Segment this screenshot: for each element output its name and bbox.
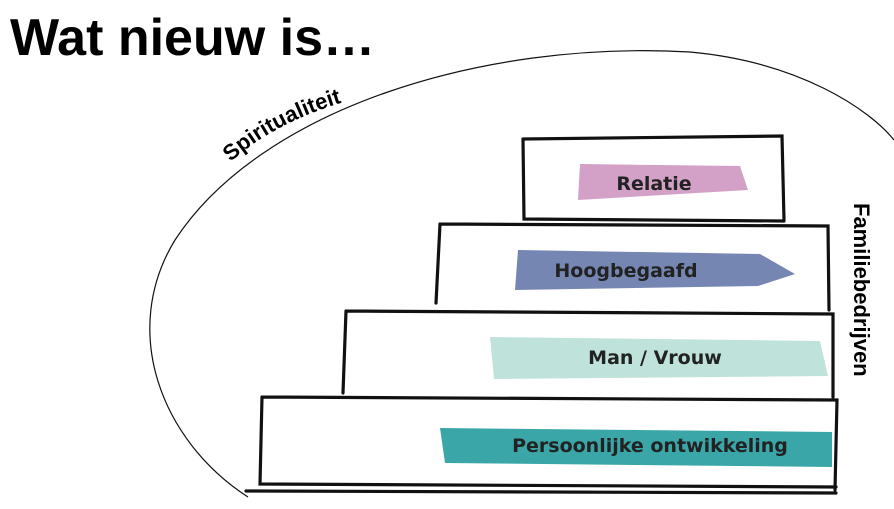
step-relatie: Relatie (521, 134, 786, 223)
step-4-brush (440, 428, 832, 467)
arc-label: Spiritualiteit (218, 83, 344, 166)
step-persoonlijke-ontwikkeling: Persoonlijke ontwikkeling (244, 395, 839, 495)
step-3-brush (490, 337, 828, 379)
step-1-label: Relatie (616, 173, 691, 195)
step-hoogbegaafd: Hoogbegaafd (434, 222, 831, 312)
step-2-label: Hoogbegaafd (554, 260, 697, 282)
step-3-label: Man / Vrouw (588, 347, 722, 369)
step-2-brush (515, 250, 795, 290)
side-label: Familiebedrijven (849, 203, 874, 377)
step-4-label: Persoonlijke ontwikkeling (512, 435, 788, 457)
step-1-brush (578, 164, 748, 200)
arc-label-path: Spiritualiteit (218, 83, 344, 166)
step-man-vrouw: Man / Vrouw (341, 309, 835, 399)
slide-title: Wat nieuw is… (10, 9, 375, 67)
